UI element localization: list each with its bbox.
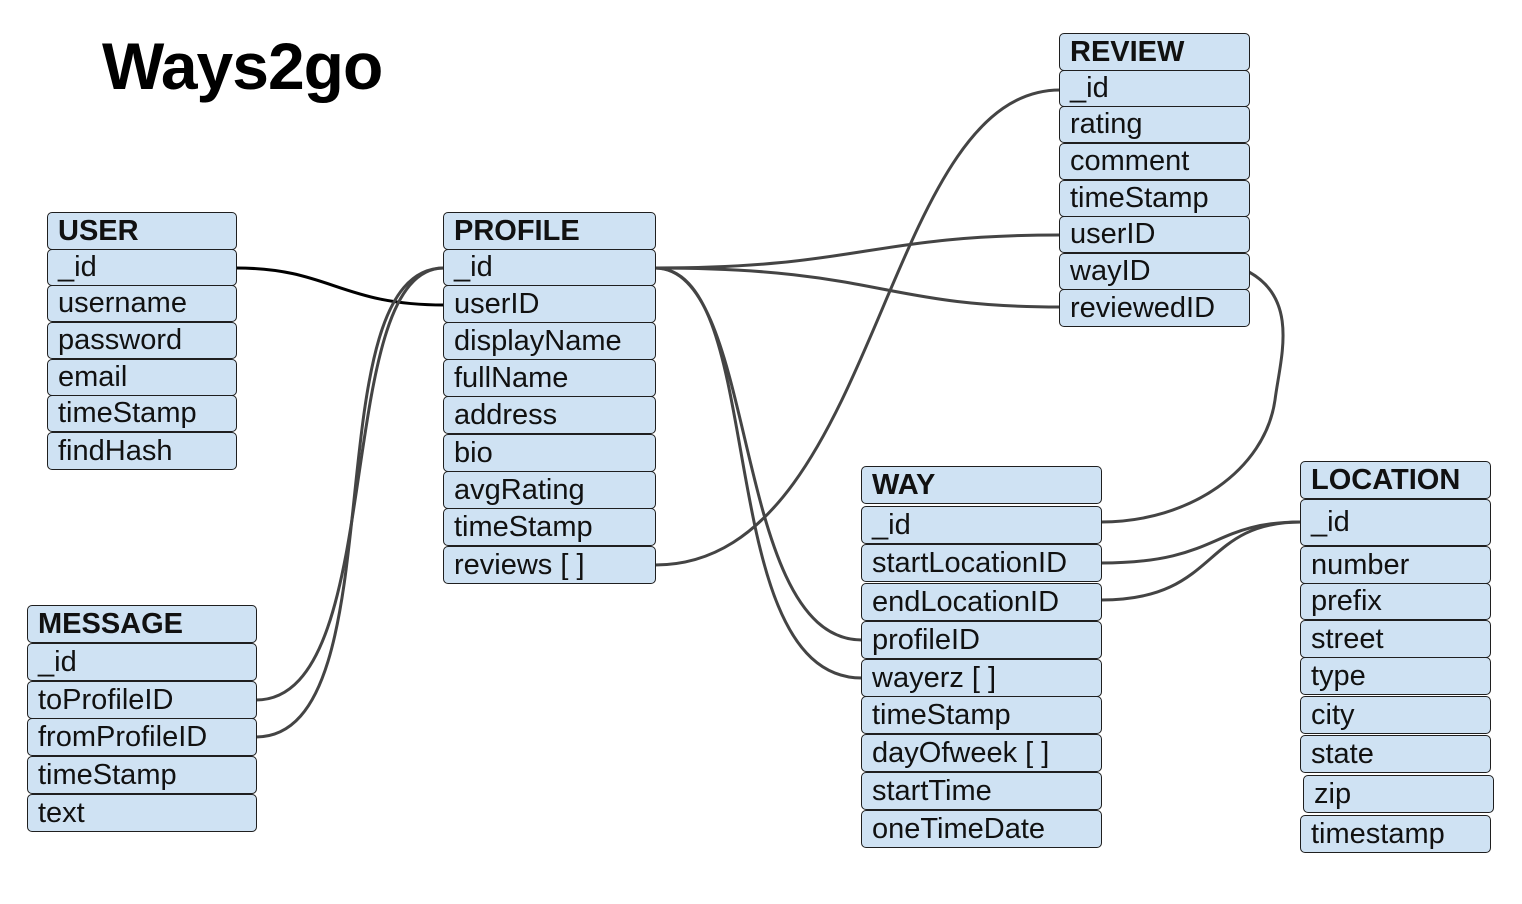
field-location-street: street — [1300, 620, 1491, 658]
entity-review-name: REVIEW — [1059, 33, 1250, 71]
field-way-timestamp: timeStamp — [861, 696, 1102, 734]
connector-way-startlocationid-to-location-id — [1100, 520, 1302, 565]
field-profile-id: _id — [443, 249, 656, 286]
field-profile-timestamp: timeStamp — [443, 508, 656, 546]
entity-message: MESSAGE _id toProfileID fromProfileID ti… — [27, 605, 257, 832]
connector-profile-id-to-review-userid — [654, 233, 1061, 270]
field-profile-reviews: reviews [ ] — [443, 546, 656, 584]
field-profile-address: address — [443, 396, 656, 434]
field-review-rating: rating — [1059, 106, 1250, 143]
field-user-timestamp: timeStamp — [47, 395, 237, 432]
field-message-fromprofileid: fromProfileID — [27, 718, 257, 756]
field-profile-fullname: fullName — [443, 359, 656, 397]
field-way-id: _id — [861, 506, 1102, 544]
field-location-prefix: prefix — [1300, 583, 1491, 620]
connector-profile-id-to-message-toprofileid — [255, 266, 445, 702]
field-message-text: text — [27, 794, 257, 832]
entity-location-name: LOCATION — [1300, 461, 1491, 499]
entity-message-name: MESSAGE — [27, 605, 257, 643]
connector-user-id-to-profile-userid — [235, 266, 445, 307]
field-user-findhash: findHash — [47, 432, 237, 470]
entity-profile-name: PROFILE — [443, 212, 656, 250]
entity-profile: PROFILE _id userID displayName fullName … — [443, 212, 656, 584]
field-way-dayofweek: dayOfweek [ ] — [861, 734, 1102, 772]
field-message-toprofileid: toProfileID — [27, 681, 257, 719]
entity-location: LOCATION _id number prefix street type c… — [1300, 461, 1494, 853]
entity-way: WAY _id startLocationID endLocationID pr… — [861, 466, 1102, 848]
field-location-id: _id — [1300, 499, 1491, 546]
field-location-type: type — [1300, 657, 1491, 695]
field-review-id: _id — [1059, 70, 1250, 107]
field-user-id: _id — [47, 249, 237, 286]
field-message-id: _id — [27, 643, 257, 681]
connector-profile-id-to-way-wayerz — [654, 266, 863, 680]
field-review-userid: userID — [1059, 216, 1250, 253]
field-way-starttime: startTime — [861, 772, 1102, 810]
field-profile-bio: bio — [443, 434, 656, 472]
field-way-onetimedate: oneTimeDate — [861, 810, 1102, 848]
diagram-title: Ways2go — [102, 29, 383, 103]
field-location-city: city — [1300, 696, 1491, 734]
field-review-timestamp: timeStamp — [1059, 180, 1250, 217]
connector-profile-id-to-review-reviewedid — [654, 266, 1061, 309]
field-location-zip: zip — [1303, 775, 1494, 813]
field-review-wayid: wayID — [1059, 253, 1250, 290]
field-review-reviewedid: reviewedID — [1059, 289, 1250, 327]
field-message-timestamp: timeStamp — [27, 756, 257, 794]
connector-profile-id-to-way-profileid — [654, 266, 863, 642]
field-way-endlocationid: endLocationID — [861, 583, 1102, 621]
entity-user: USER _id username password email timeSta… — [47, 212, 237, 470]
field-way-profileid: profileID — [861, 621, 1102, 659]
field-user-password: password — [47, 322, 237, 359]
field-profile-userid: userID — [443, 285, 656, 323]
field-way-startlocationid: startLocationID — [861, 544, 1102, 582]
entity-review: REVIEW _id rating comment timeStamp user… — [1059, 33, 1250, 327]
entity-user-name: USER — [47, 212, 237, 250]
field-location-number: number — [1300, 546, 1491, 584]
field-review-comment: comment — [1059, 143, 1250, 180]
entity-way-name: WAY — [861, 466, 1102, 504]
field-location-state: state — [1300, 735, 1491, 773]
connector-way-endlocationid-to-location-id — [1100, 520, 1302, 602]
field-way-wayerz: wayerz [ ] — [861, 659, 1102, 697]
field-user-email: email — [47, 359, 237, 396]
connector-profile-id-to-message-fromprofileid — [255, 266, 445, 739]
field-profile-avgrating: avgRating — [443, 471, 656, 509]
field-profile-displayname: displayName — [443, 322, 656, 360]
field-location-timestamp: timestamp — [1300, 815, 1491, 853]
field-user-username: username — [47, 285, 237, 322]
